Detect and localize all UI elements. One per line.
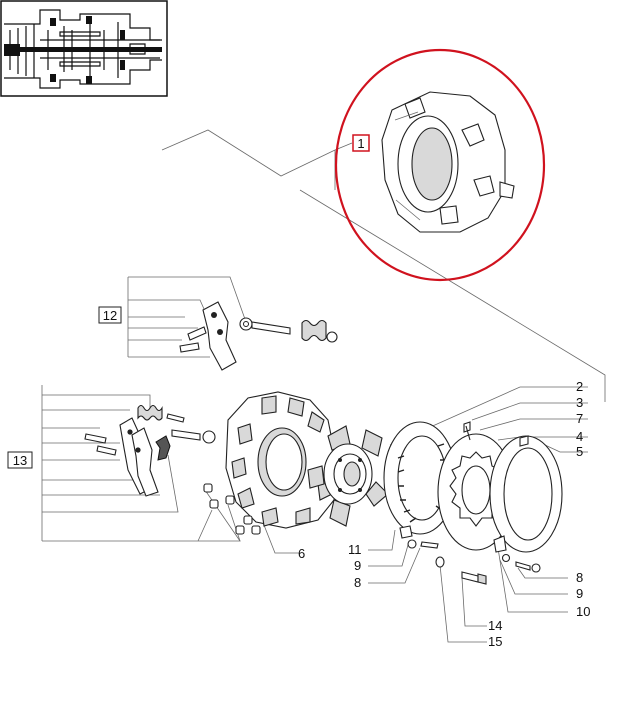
callout-11: 11 bbox=[348, 542, 362, 557]
callout-15: 15 bbox=[488, 634, 502, 649]
clutch-disc-2[interactable] bbox=[307, 425, 389, 527]
svg-text:13: 13 bbox=[13, 453, 27, 468]
callout-2: 2 bbox=[576, 379, 583, 394]
callout-14: 14 bbox=[488, 618, 502, 633]
pressure-housing-6[interactable] bbox=[203, 391, 337, 535]
callout-8-left: 8 bbox=[354, 575, 361, 590]
callout-9-left: 9 bbox=[354, 558, 361, 573]
callout-8-right: 8 bbox=[576, 570, 583, 585]
callout-12: 12 bbox=[98, 306, 122, 324]
callout-7: 7 bbox=[576, 411, 583, 426]
callout-labels: 1 12 13 2 3 7 4 5 6 11 9 8 8 9 10 14 15 bbox=[7, 134, 590, 649]
callout-5: 5 bbox=[576, 444, 583, 459]
svg-text:1: 1 bbox=[357, 136, 364, 151]
clutch-cover-assembly[interactable] bbox=[334, 48, 546, 282]
svg-text:12: 12 bbox=[103, 308, 117, 323]
assembly-thumbnail bbox=[0, 0, 168, 97]
callout-13: 13 bbox=[7, 451, 33, 469]
callout-4: 4 bbox=[576, 429, 583, 444]
callout-10: 10 bbox=[576, 604, 590, 619]
callout-9-right: 9 bbox=[576, 586, 583, 601]
pressure-plate-5[interactable] bbox=[489, 435, 563, 553]
release-lever-group-13[interactable] bbox=[84, 404, 216, 497]
callout-6: 6 bbox=[298, 546, 305, 561]
callout-1: 1 bbox=[352, 134, 370, 152]
spring-plate-11[interactable] bbox=[383, 421, 471, 539]
highlight-circle bbox=[334, 48, 546, 282]
fasteners[interactable] bbox=[407, 425, 541, 585]
callout-3: 3 bbox=[576, 395, 583, 410]
release-lever-group-12[interactable] bbox=[179, 301, 338, 371]
